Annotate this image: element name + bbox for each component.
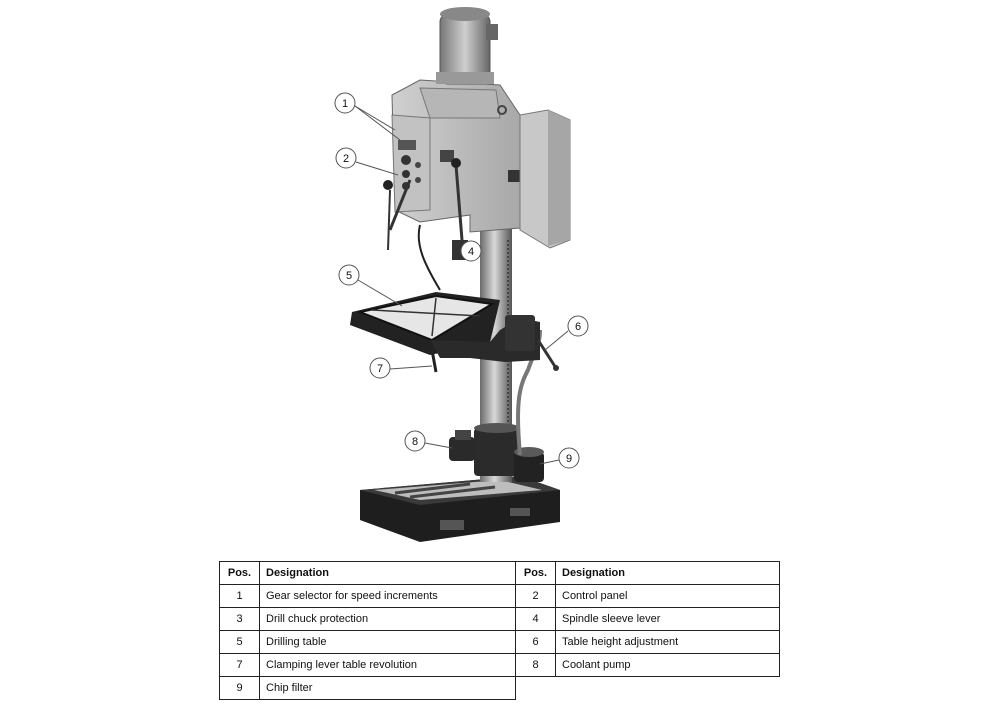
row-designation: Table height adjustment	[555, 630, 780, 654]
callout-4: 4	[460, 240, 482, 262]
spindle-lever	[383, 158, 468, 291]
callout-5-label: 5	[346, 270, 352, 282]
row-pos: 7	[219, 653, 260, 677]
coolant-pump	[449, 430, 475, 461]
table-row: 3 Drill chuck protection 4 Spindle sleev…	[219, 607, 780, 631]
row-pos: 4	[515, 607, 556, 631]
table-row: 1 Gear selector for speed increments 2 C…	[219, 584, 780, 608]
row-pos: 5	[219, 630, 260, 654]
header-pos-right: Pos.	[515, 561, 556, 585]
callout-7: 7	[369, 357, 433, 379]
row-pos: 9	[219, 676, 260, 700]
callout-6: 6	[544, 315, 589, 351]
row-designation: Control panel	[555, 584, 780, 608]
callout-9-label: 9	[566, 453, 572, 465]
callout-4-label: 4	[468, 246, 474, 258]
row-pos: 3	[219, 607, 260, 631]
row-pos: 6	[515, 630, 556, 654]
callout-2-label: 2	[343, 153, 349, 165]
callout-8-label: 8	[412, 436, 418, 448]
drill-press-illustration: 1 2 4 5 6 7 8 9	[334, 7, 589, 542]
row-pos: 2	[515, 584, 556, 608]
callout-1-label: 1	[342, 98, 348, 110]
header-pos-left: Pos.	[219, 561, 260, 585]
electrical-cabinet	[519, 109, 571, 249]
header-designation-right: Designation	[555, 561, 780, 585]
table-row: 5 Drilling table 6 Table height adjustme…	[219, 630, 780, 654]
callout-5: 5	[338, 264, 403, 307]
callout-6-label: 6	[575, 321, 581, 333]
empty-cell	[515, 676, 780, 700]
table-header-row: Pos. Designation Pos. Designation	[219, 561, 780, 585]
row-designation: Coolant pump	[555, 653, 780, 677]
row-designation: Drilling table	[259, 630, 516, 654]
machine-base	[360, 476, 560, 542]
row-designation: Drill chuck protection	[259, 607, 516, 631]
header-designation-left: Designation	[259, 561, 516, 585]
row-designation: Spindle sleeve lever	[555, 607, 780, 631]
callout-7-label: 7	[377, 363, 383, 375]
motor	[436, 7, 498, 85]
drilling-table	[350, 292, 559, 373]
table-row: 9 Chip filter	[219, 676, 780, 700]
row-pos: 8	[515, 653, 556, 677]
row-designation: Chip filter	[259, 676, 516, 700]
callout-1: 1	[334, 92, 401, 141]
table-row: 7 Clamping lever table revolution 8 Cool…	[219, 653, 780, 677]
callout-2: 2	[335, 147, 399, 176]
callout-9: 9	[539, 447, 580, 469]
parts-table: Pos. Designation Pos. Designation 1 Gear…	[219, 561, 780, 700]
drill-head	[391, 79, 526, 233]
row-pos: 1	[219, 584, 260, 608]
row-designation: Gear selector for speed increments	[259, 584, 516, 608]
row-designation: Clamping lever table revolution	[259, 653, 516, 677]
callout-8: 8	[404, 430, 453, 452]
